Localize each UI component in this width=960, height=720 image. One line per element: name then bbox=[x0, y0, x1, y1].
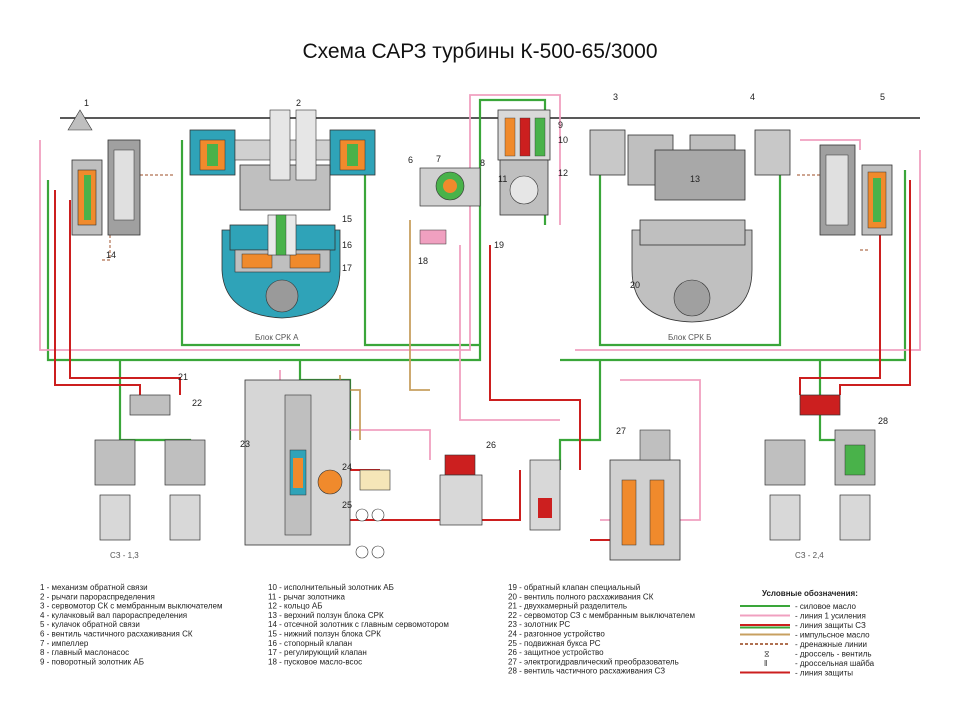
legend-item-7: 7 - импеллер bbox=[40, 639, 89, 648]
symbol-label-control_line: - линия 1 усиления bbox=[795, 612, 866, 621]
callout-28: 28 bbox=[878, 416, 888, 426]
callout-20: 20 bbox=[630, 280, 640, 290]
callout-24: 24 bbox=[342, 462, 352, 472]
protection-device bbox=[439, 454, 483, 526]
legend-item-12: 12 - кольцо АБ bbox=[268, 602, 322, 611]
symbol-label-protection_double: - линия защиты СЗ bbox=[795, 621, 866, 630]
legend-item-3: 3 - сервомотор СК с мембранным выключате… bbox=[40, 602, 222, 611]
legend-item-21: 21 - двухкамерный разделитель bbox=[508, 602, 627, 611]
legend-item-4: 4 - кулачковый вал парораспределения bbox=[40, 611, 187, 620]
sz-2-4-valves bbox=[764, 394, 876, 541]
callout-10: 10 bbox=[558, 135, 568, 145]
legend-item-14: 14 - отсечной золотник с главным сервомо… bbox=[268, 620, 449, 629]
callout-22: 22 bbox=[192, 398, 202, 408]
callout-23: 23 bbox=[240, 439, 250, 449]
legend-item-26: 26 - защитное устройство bbox=[508, 648, 604, 657]
legend-item-9: 9 - поворотный золотник АБ bbox=[40, 657, 144, 666]
legend-item-19: 19 - обратный клапан специальный bbox=[508, 583, 640, 592]
legend-item-8: 8 - главный маслонасос bbox=[40, 648, 129, 657]
callout-27: 27 bbox=[616, 426, 626, 436]
rs-block bbox=[244, 379, 391, 559]
right-servomotor-assembly bbox=[819, 144, 893, 236]
block-a-label: Блок СРК А bbox=[255, 333, 299, 342]
callout-6: 6 bbox=[408, 155, 413, 165]
callout-18: 18 bbox=[418, 256, 428, 266]
symbol-label-washer: - дроссельная шайба bbox=[795, 659, 875, 668]
callout-13: 13 bbox=[690, 174, 700, 184]
callout-5: 5 bbox=[880, 92, 885, 102]
callout-14: 14 bbox=[106, 250, 116, 260]
legend-item-5: 5 - кулачок обратной связи bbox=[40, 620, 140, 629]
block-b-label: Блок СРК Б bbox=[668, 333, 711, 342]
ab-block bbox=[497, 109, 551, 216]
legend-item-2: 2 - рычаги парораспределения bbox=[40, 592, 155, 601]
callout-4: 4 bbox=[750, 92, 755, 102]
legend-item-28: 28 - вентиль частичного расхаживания СЗ bbox=[508, 667, 665, 676]
symbol-label-protection_line: - линия защиты bbox=[795, 669, 853, 678]
legend-item-11: 11 - рычаг золотника bbox=[268, 592, 345, 601]
legend-item-1: 1 - механизм обратной связи bbox=[40, 583, 148, 592]
sz24-label: СЗ - 2,4 bbox=[795, 551, 824, 560]
callout-1: 1 bbox=[84, 98, 89, 108]
washer-icon: ǁ bbox=[764, 659, 767, 668]
left-servomotor-assembly bbox=[67, 109, 141, 236]
symbol-legend-heading: Условные обозначения: bbox=[762, 589, 858, 598]
callout-15: 15 bbox=[342, 214, 352, 224]
legend-item-18: 18 - пусковое масло-всос bbox=[268, 657, 362, 666]
callout-21: 21 bbox=[178, 372, 188, 382]
sz-1-3-valves bbox=[94, 394, 206, 541]
callout-26: 26 bbox=[486, 440, 496, 450]
callout-2: 2 bbox=[296, 98, 301, 108]
throttle-icon: ⧖ bbox=[764, 650, 770, 659]
block-srk-b bbox=[589, 129, 791, 323]
callout-25: 25 bbox=[342, 500, 352, 510]
symbol-label-power_oil: - силовое масло bbox=[795, 602, 857, 611]
callout-17: 17 bbox=[342, 263, 352, 273]
legend-item-15: 15 - нижний ползун блока СРК bbox=[268, 630, 381, 639]
electrohydraulic-converter bbox=[529, 429, 681, 561]
legend-item-25: 25 - подвижная букса РС bbox=[508, 639, 601, 648]
callout-9: 9 bbox=[558, 120, 563, 130]
legend-item-10: 10 - исполнительный золотник АБ bbox=[268, 583, 394, 592]
page-title: Схема САРЗ турбины К-500-65/3000 bbox=[302, 40, 658, 63]
legend-item-6: 6 - вентиль частичного расхаживания СК bbox=[40, 630, 193, 639]
legend-item-13: 13 - верхний ползун блока СРК bbox=[268, 611, 384, 620]
impeller-assembly bbox=[419, 167, 481, 245]
legend-item-16: 16 - стопорный клапан bbox=[268, 639, 352, 648]
callout-12: 12 bbox=[558, 168, 568, 178]
legend-item-23: 23 - золотник РС bbox=[508, 620, 570, 629]
legend-item-20: 20 - вентиль полного расхаживания СК bbox=[508, 592, 654, 601]
callout-8: 8 bbox=[480, 158, 485, 168]
symbol-legend: Условные обозначения: - силовое масло- л… bbox=[740, 589, 875, 678]
legend-item-27: 27 - электрогидравлический преобразовате… bbox=[508, 657, 679, 666]
callout-11: 11 bbox=[498, 174, 507, 184]
callout-7: 7 bbox=[436, 154, 441, 164]
callouts: 1 2 3 4 5 6 7 8 9 10 11 12 13 14 15 16 1… bbox=[84, 92, 888, 510]
symbol-label-throttle: - дроссель - вентиль bbox=[795, 650, 872, 659]
callout-3: 3 bbox=[613, 92, 618, 102]
legend-item-22: 22 - сервомотор СЗ с мембранным выключат… bbox=[508, 611, 695, 620]
callout-19: 19 bbox=[494, 240, 504, 250]
sz13-label: СЗ - 1,3 bbox=[110, 551, 139, 560]
legend-item-24: 24 - разгонное устройство bbox=[508, 630, 605, 639]
symbol-label-impulse_oil: - импульсное масло bbox=[795, 631, 870, 640]
legend-item-17: 17 - регулирующий клапан bbox=[268, 648, 367, 657]
block-srk-a bbox=[189, 109, 376, 319]
symbol-label-drain_line: - дренажные линии bbox=[795, 640, 867, 649]
callout-16: 16 bbox=[342, 240, 352, 250]
